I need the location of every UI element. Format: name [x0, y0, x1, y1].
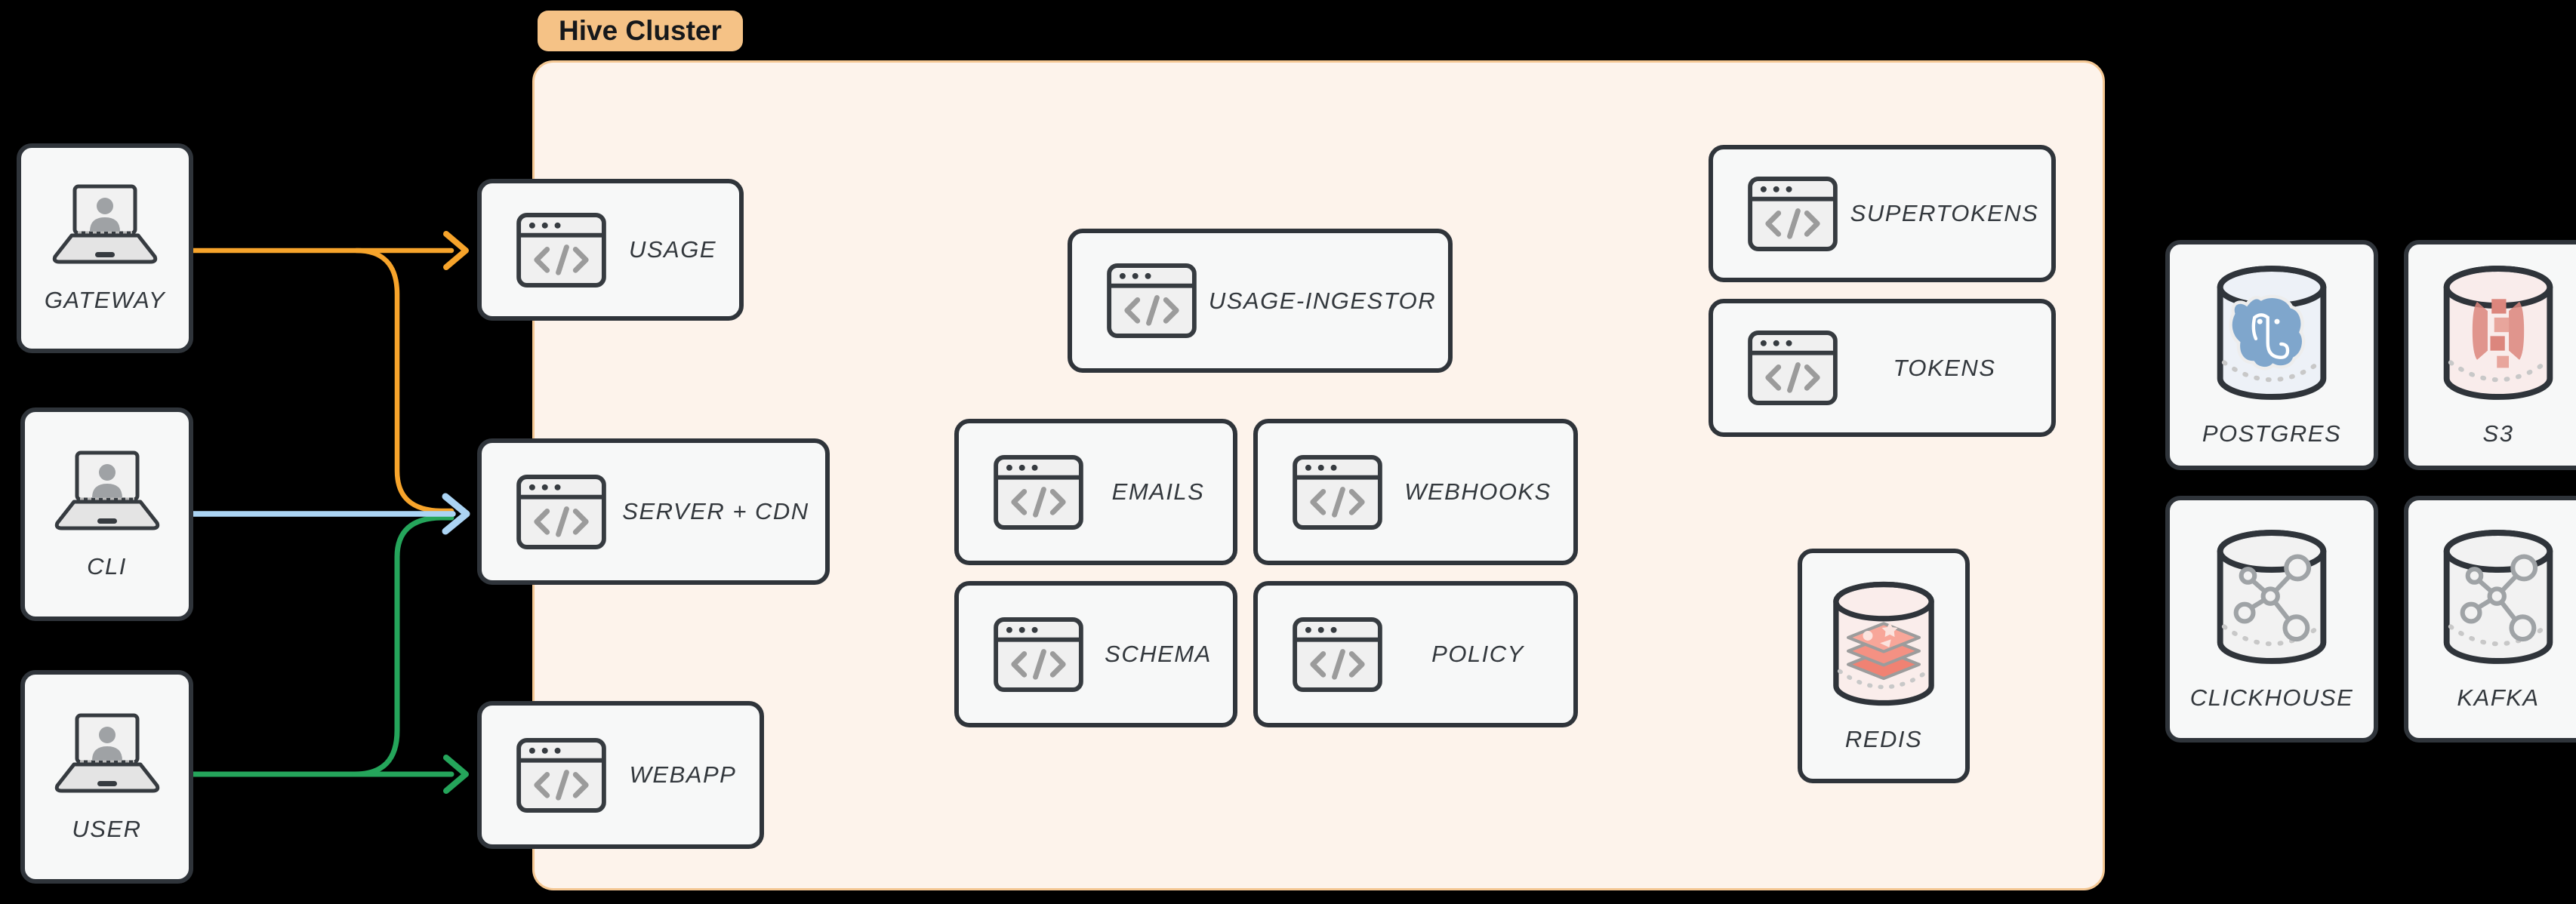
arrow-user[interactable] — [189, 515, 469, 794]
redis-logo — [1847, 621, 1921, 680]
service-node-webapp[interactable]: WEBAPP — [477, 701, 764, 849]
service-label: POLICY — [1431, 641, 1524, 667]
arrow-gateway[interactable] — [190, 231, 469, 514]
laptop-user-icon — [45, 183, 165, 267]
service-label: USAGE — [628, 236, 717, 263]
browser-code-icon — [1293, 455, 1382, 530]
db-label: REDIS — [1844, 725, 1923, 752]
client-label: GATEWAY — [44, 287, 166, 313]
browser-code-icon — [1748, 177, 1838, 251]
arrow-gateway-head — [443, 231, 469, 270]
service-node-webhooks[interactable]: WEBHOOKS — [1253, 419, 1578, 565]
db-label: POSTGRES — [2202, 420, 2342, 447]
kafka-database-icon — [2443, 529, 2553, 664]
browser-code-icon — [1748, 331, 1838, 405]
browser-code-icon — [1293, 617, 1382, 692]
browser-code-icon — [994, 455, 1083, 530]
service-node-schema[interactable]: SCHEMA — [954, 581, 1237, 727]
arrow-user-head — [443, 755, 469, 794]
service-node-usage[interactable]: USAGE — [477, 179, 744, 321]
db-label: KAFKA — [2457, 684, 2540, 711]
service-node-policy[interactable]: POLICY — [1253, 581, 1578, 727]
arrow-gateway-branch — [353, 248, 454, 514]
service-label: SCHEMA — [1105, 641, 1212, 667]
postgres-logo — [2229, 294, 2306, 370]
arrow-cli[interactable] — [190, 493, 470, 535]
service-node-supertokens[interactable]: SUPERTOKENS — [1709, 145, 2056, 282]
service-label: WEBHOOKS — [1404, 478, 1551, 505]
service-node-usage-ingestor[interactable]: USAGE-INGESTOR — [1068, 229, 1453, 373]
db-node-s3[interactable]: S3 — [2404, 240, 2576, 470]
db-node-kafka[interactable]: KAFKA — [2404, 496, 2576, 743]
service-label: EMAILS — [1111, 478, 1205, 505]
service-node-tokens[interactable]: TOKENS — [1709, 299, 2056, 437]
service-node-server-cdn[interactable]: SERVER + CDN — [477, 438, 830, 585]
hive-cluster-label[interactable]: Hive Cluster — [538, 11, 743, 51]
service-label: TOKENS — [1893, 354, 1996, 381]
laptop-user-icon — [47, 712, 168, 796]
clickhouse-database-icon — [2217, 529, 2327, 664]
db-label: CLICKHOUSE — [2189, 684, 2354, 711]
postgres-database-icon — [2217, 265, 2327, 400]
client-node-gateway[interactable]: GATEWAY — [17, 143, 193, 353]
db-node-clickhouse[interactable]: CLICKHOUSE — [2165, 496, 2378, 743]
db-label: S3 — [2482, 420, 2514, 447]
service-label: SUPERTOKENS — [1850, 200, 2039, 226]
browser-code-icon — [994, 617, 1083, 692]
laptop-user-icon — [47, 449, 168, 533]
client-node-user[interactable]: USER — [20, 670, 193, 884]
db-node-postgres[interactable]: POSTGRES — [2165, 240, 2378, 470]
redis-database-icon — [1833, 581, 1934, 706]
s3-logo — [2472, 298, 2525, 367]
browser-code-icon — [1107, 263, 1197, 338]
arrow-cli-head — [442, 493, 470, 535]
service-label: SERVER + CDN — [622, 498, 809, 524]
service-label: USAGE-INGESTOR — [1208, 287, 1437, 314]
client-node-cli[interactable]: CLI — [20, 407, 193, 621]
browser-code-icon — [516, 213, 606, 287]
db-node-redis[interactable]: REDIS — [1798, 549, 1970, 783]
browser-code-icon — [516, 475, 606, 549]
service-label: WEBAPP — [629, 761, 737, 788]
client-label: CLI — [87, 552, 127, 580]
client-label: USER — [72, 815, 142, 842]
s3-database-icon — [2443, 265, 2553, 400]
arrow-user-branch — [352, 515, 454, 777]
browser-code-icon — [516, 738, 606, 813]
service-node-emails[interactable]: EMAILS — [954, 419, 1237, 565]
